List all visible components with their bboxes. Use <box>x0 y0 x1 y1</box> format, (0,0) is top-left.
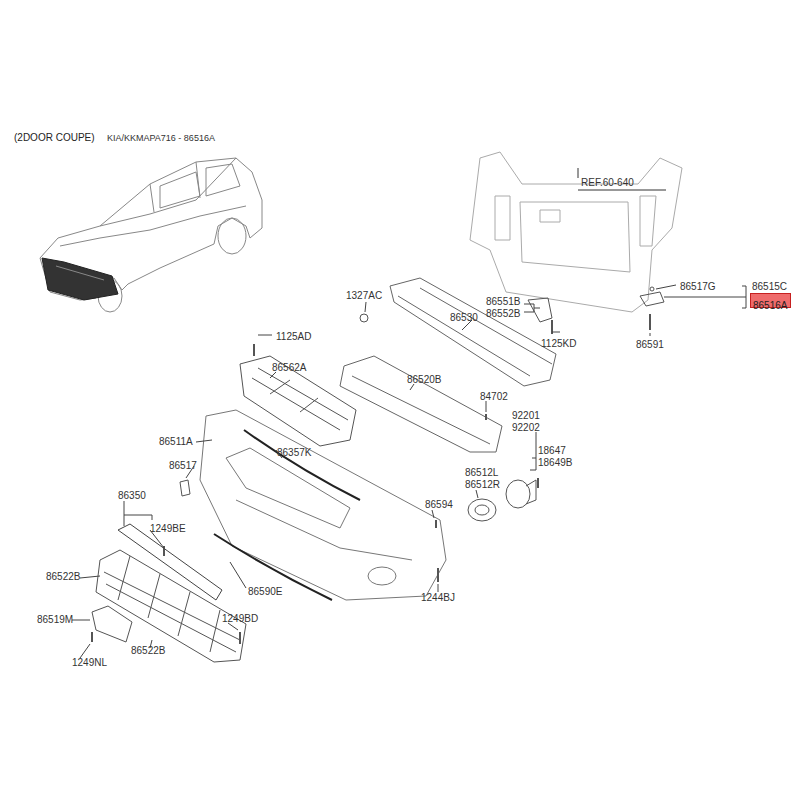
highlighted-part-box: 86516A <box>750 293 791 308</box>
diagram-title: (2DOOR COUPE) <box>14 132 95 143</box>
part-number: 86591 <box>636 339 664 350</box>
part-number: 18647 <box>538 445 566 456</box>
bumper-beam <box>390 278 556 386</box>
part-number: 1327AC <box>346 290 382 301</box>
part-number: 1125KD <box>541 338 576 349</box>
part-number: 86562A <box>272 362 306 373</box>
part-number: 86519M <box>37 614 73 625</box>
part-number: 86520B <box>407 374 441 385</box>
part-number: 86522B <box>46 571 80 582</box>
part-number: 84702 <box>480 391 508 402</box>
part-number: 86590E <box>248 586 282 597</box>
part-number: 1125AD <box>276 331 311 342</box>
part-number: 86511A <box>159 436 193 447</box>
car-illustration <box>40 158 262 312</box>
part-number: 1249NL <box>72 657 107 668</box>
part-number: 86350 <box>118 490 146 501</box>
radiator-grille <box>240 344 356 446</box>
part-number: 86512R <box>465 479 500 490</box>
part-number: 86515C <box>752 281 787 292</box>
part-number: 86357K <box>277 447 311 458</box>
leader-lines <box>72 285 746 658</box>
part-number: 86551B <box>486 296 520 307</box>
catalog-reference: KIA/KKMAPA716 - 86516A <box>107 133 215 144</box>
plate-bracket <box>92 606 132 642</box>
bracket <box>360 287 664 334</box>
part-number: 1249BE <box>150 523 186 534</box>
part-number: 18649B <box>538 457 572 468</box>
lower-grille <box>96 550 246 662</box>
part-number: 1244BJ <box>421 592 455 603</box>
radiator-support <box>470 152 682 312</box>
small-parts <box>92 414 538 644</box>
bumper-cover <box>200 410 446 600</box>
part-number: 86512L <box>465 467 498 478</box>
energy-absorber <box>340 356 502 452</box>
part-number: 86522B <box>131 645 165 656</box>
part-number: 86516A <box>753 300 787 311</box>
reference-note: REF.60-640 <box>581 177 634 188</box>
part-number: 86552B <box>486 308 520 319</box>
grille-strip <box>118 524 222 600</box>
part-number: 92202 <box>512 422 540 433</box>
part-number: 1249BD <box>222 613 258 624</box>
part-number: 86517G <box>680 281 716 292</box>
part-number: 92201 <box>512 410 540 421</box>
part-number: 86517 <box>169 460 197 471</box>
part-number: 86530 <box>450 312 478 323</box>
part-number: 86594 <box>425 499 453 510</box>
